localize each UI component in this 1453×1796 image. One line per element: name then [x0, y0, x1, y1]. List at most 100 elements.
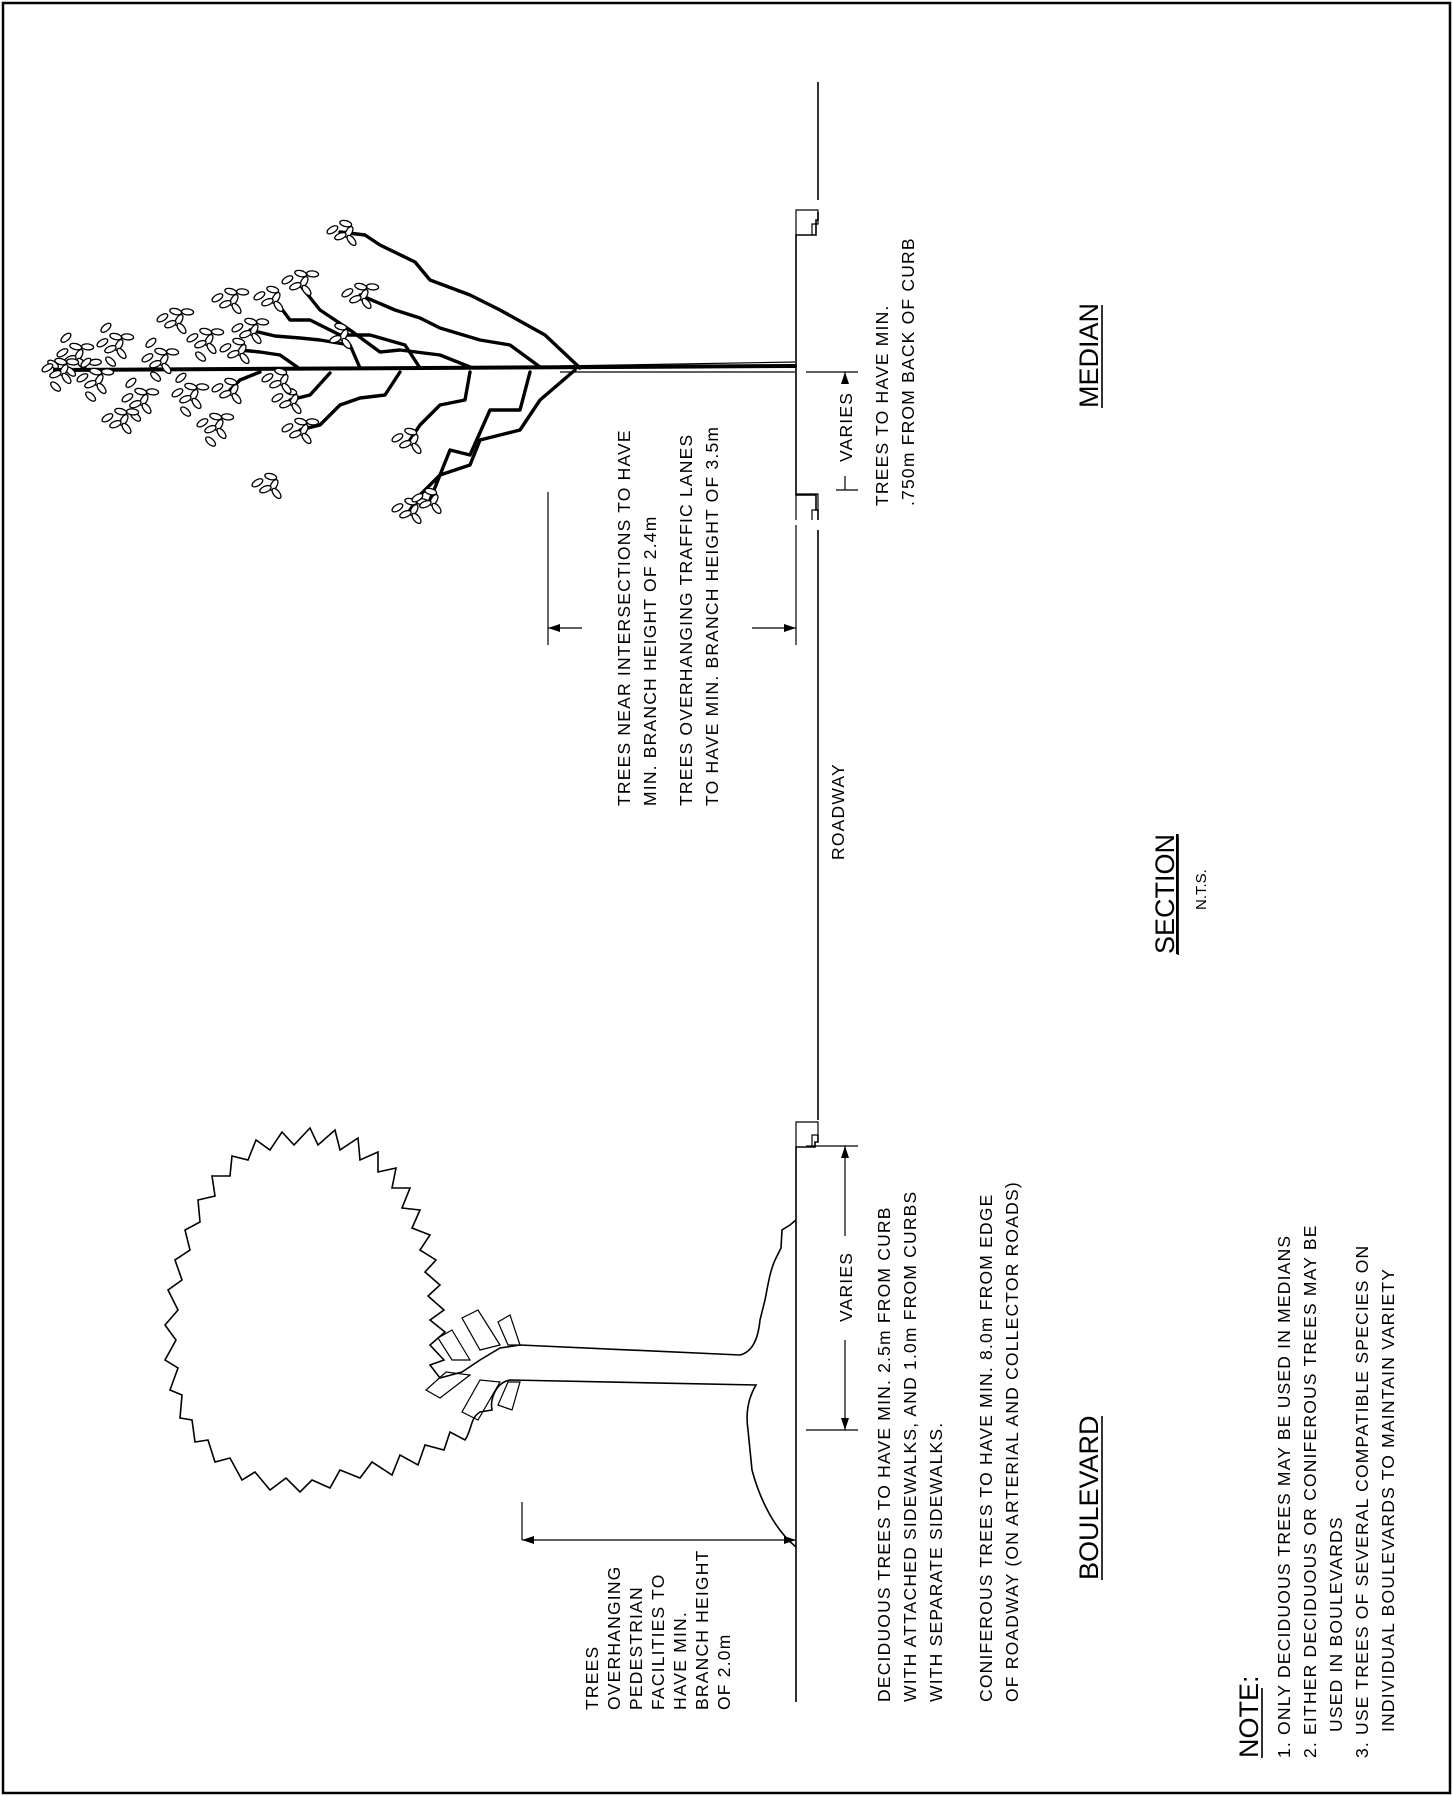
leaf-mark [261, 373, 274, 383]
note-2b: USED IN BOULEVARDS [1326, 1516, 1346, 1732]
leaf-mark [391, 503, 404, 513]
leaf-mark [196, 418, 209, 428]
leaf-mark [161, 362, 172, 375]
leaf-mark [391, 433, 404, 443]
leaf-mark [100, 322, 112, 333]
leaf-mark [399, 509, 412, 519]
leaf-mark [105, 356, 117, 367]
leaf-mark [341, 288, 354, 298]
leaf-mark [259, 484, 272, 494]
leaf-mark [61, 372, 72, 385]
leaf-mark [294, 269, 308, 278]
svg-text:BRANCH HEIGHT: BRANCH HEIGHT [692, 1550, 712, 1710]
leaf-mark [301, 284, 312, 297]
leaf-mark [211, 293, 224, 303]
leaf-mark [219, 299, 232, 309]
svg-text:OF ROADWAY (ON ARTERIAL AND CO: OF ROADWAY (ON ARTERIAL AND COLLECTOR RO… [1002, 1181, 1022, 1702]
leaf-mark [139, 393, 149, 407]
leaf-mark [76, 373, 89, 383]
leaf-mark [229, 293, 239, 307]
leaf-mark [179, 394, 192, 404]
svg-text:TREES NEAR INTERSECTIONS TO HA: TREES NEAR INTERSECTIONS TO HAVE [614, 429, 634, 806]
leaf-mark [141, 353, 154, 363]
svg-text:TREES: TREES [582, 1646, 602, 1710]
leaf-mark [119, 413, 129, 427]
leaf-mark [231, 392, 242, 405]
leaf-mark [56, 348, 69, 358]
leaf-mark [174, 313, 184, 327]
leaf-mark [65, 358, 80, 366]
leaf-mark [165, 348, 180, 356]
leaf-mark [121, 393, 134, 403]
curb-median-left [795, 493, 819, 520]
leaf-mark [266, 285, 280, 294]
leaf-mark [251, 478, 264, 488]
leaf-mark [180, 406, 192, 417]
median-label: MEDIAN [1074, 303, 1104, 408]
general-notes: NOTE: 1. ONLY DECIDUOUS TREES MAY BE USE… [1234, 1224, 1398, 1758]
leaf-mark [239, 329, 252, 339]
leaf-mark [409, 433, 419, 447]
dimensions [521, 371, 858, 1544]
pedestrian-note: TREES OVERHANGING PEDESTRIAN FACILITIES … [582, 1550, 734, 1710]
leaf-mark [220, 413, 235, 421]
leaf-mark [232, 337, 246, 346]
leaf-mark [301, 432, 312, 445]
svg-text:HAVE MIN.: HAVE MIN. [670, 1611, 690, 1710]
leaf-mark [294, 417, 308, 426]
labels: ROADWAY VARIES VARIES SECTION N.T.S. BOU… [582, 237, 1398, 1758]
leaf-mark [411, 442, 422, 455]
svg-text:PEDESTRIAN: PEDESTRIAN [626, 1586, 646, 1710]
leaf-mark [269, 478, 279, 492]
svg-text:MIN. BRANCH HEIGHT OF 2.4m: MIN. BRANCH HEIGHT OF 2.4m [640, 516, 660, 807]
leaf-mark [237, 343, 247, 357]
leaf-mark [194, 339, 207, 349]
leaf-mark [291, 402, 302, 415]
leaf-mark [411, 512, 422, 525]
leaf-mark [329, 334, 342, 344]
leaf-mark [104, 344, 117, 354]
leaf-mark [94, 373, 104, 387]
svg-text:WITH SEPARATE SIDEWALKS.: WITH SEPARATE SIDEWALKS. [926, 1422, 946, 1702]
leaf-mark [424, 487, 438, 496]
leaf-mark [41, 363, 54, 373]
leaf-mark [114, 338, 124, 352]
leaf-mark [281, 382, 292, 395]
leaf-mark [114, 407, 128, 416]
leaf-mark [154, 347, 168, 356]
leaf-mark [129, 399, 142, 409]
leaf-mark [269, 379, 282, 389]
leaf-mark [184, 382, 198, 391]
leaf-mark [346, 234, 357, 247]
leaf-mark [149, 359, 162, 369]
note-1: 1. ONLY DECIDUOUS TREES MAY BE USED IN M… [1274, 1235, 1294, 1758]
svg-text:TREES OVERHANGING TRAFFIC LANE: TREES OVERHANGING TRAFFIC LANES [676, 434, 696, 806]
leaf-mark [134, 387, 148, 396]
leaf-mark [80, 357, 92, 368]
leaf-mark [125, 377, 137, 388]
leaf-mark [59, 363, 69, 377]
leaf-mark [211, 383, 224, 393]
leaf-mark [150, 371, 162, 382]
leaf-mark [145, 337, 157, 348]
leaf-mark [299, 423, 309, 437]
varies-left-label: VARIES [836, 1252, 856, 1322]
leaf-mark [361, 297, 372, 310]
leaf-mark [206, 342, 217, 355]
leaf-mark [404, 427, 418, 436]
section-title: SECTION [1150, 834, 1180, 954]
leaf-mark [349, 294, 362, 304]
leaf-mark [261, 297, 274, 307]
leaf-mark [199, 327, 213, 336]
leaf-mark [101, 413, 114, 423]
median-note: TREES TO HAVE MIN. .750m FROM BACK OF CU… [872, 237, 918, 506]
deciduous-note: DECIDUOUS TREES TO HAVE MIN. 2.5m FROM C… [874, 1191, 946, 1702]
intersection-note: TREES NEAR INTERSECTIONS TO HAVE MIN. BR… [614, 429, 660, 806]
leaf-mark [224, 377, 238, 386]
coniferous-note: CONIFEROUS TREES TO HAVE MIN. 8.0m FROM … [976, 1181, 1022, 1702]
note-3: 3. USE TREES OF SEVERAL COMPATIBLE SPECI… [1352, 1245, 1372, 1758]
leaf-mark [255, 318, 270, 326]
leaf-mark [209, 412, 223, 421]
leaf-mark [281, 275, 294, 285]
leaf-mark [239, 352, 250, 365]
